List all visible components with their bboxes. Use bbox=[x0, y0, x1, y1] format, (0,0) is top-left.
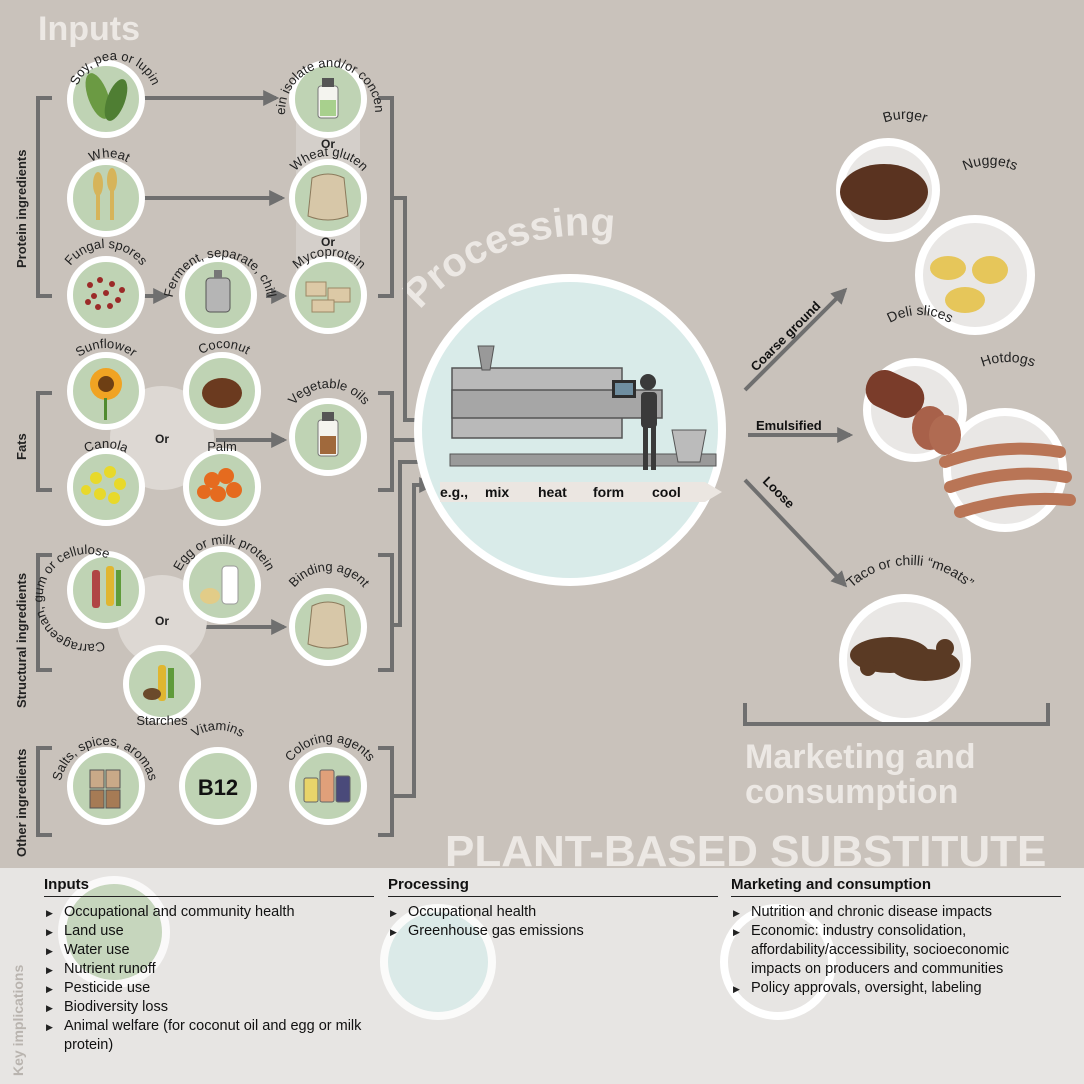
binding-sack-icon bbox=[307, 601, 349, 649]
binding-label: Binding agent bbox=[286, 559, 373, 590]
implication-item: Nutrient runoff bbox=[44, 960, 374, 980]
coconut-icon bbox=[202, 378, 242, 408]
hotdogs-icon bbox=[939, 442, 1076, 518]
canola-icon bbox=[81, 466, 126, 504]
structural-or-label: Or bbox=[155, 614, 169, 628]
burger-icon bbox=[840, 164, 928, 220]
implications-marketing-title: Marketing and consumption bbox=[731, 876, 1061, 897]
implications-panel: Inputs Occupational and community health… bbox=[0, 868, 1084, 1084]
deli-slices-icon bbox=[865, 370, 961, 455]
vitamins-circle bbox=[179, 747, 257, 825]
ingredient-icons: B12 bbox=[81, 73, 351, 809]
implication-item: Greenhouse gas emissions bbox=[388, 922, 718, 942]
canola-label: Canola bbox=[82, 436, 131, 456]
implications-inputs: Inputs Occupational and community health… bbox=[44, 876, 374, 1055]
deli-label: Deli slices bbox=[884, 302, 956, 326]
process-step-cool: cool bbox=[652, 484, 681, 500]
product-icons bbox=[840, 164, 1076, 681]
emulsified-label: Emulsified bbox=[756, 418, 822, 433]
diagram-canvas: Inputs Processing Marketing and consumpt… bbox=[0, 0, 1076, 868]
marketing-header-line1: Marketing and bbox=[745, 738, 975, 776]
coarse-ground-label: Coarse ground bbox=[748, 298, 824, 374]
starch-icon bbox=[143, 665, 174, 701]
implication-item: Economic: industry consolidation, afford… bbox=[731, 922, 1061, 979]
b12-label: B12 bbox=[198, 775, 238, 800]
implications-inputs-title: Inputs bbox=[44, 876, 374, 897]
palm-fruit-icon bbox=[197, 468, 242, 502]
implication-item: Pesticide use bbox=[44, 979, 374, 999]
carrageenan-icon bbox=[92, 566, 121, 608]
coconut-label: Coconut bbox=[196, 336, 254, 357]
coloring-bottles-icon bbox=[303, 769, 351, 803]
milk-icon bbox=[200, 565, 239, 605]
nuggets-label: Nuggets bbox=[960, 152, 1020, 173]
vitamins-label: Vitamins bbox=[189, 718, 248, 740]
mycoprotein-icon bbox=[305, 281, 351, 313]
marketing-bracket bbox=[743, 703, 1050, 726]
process-step-arrow bbox=[440, 482, 722, 502]
nuggets-icon bbox=[930, 256, 1008, 313]
spores-icon bbox=[85, 277, 125, 310]
implications-processing-title: Processing bbox=[388, 876, 718, 897]
implications-marketing: Marketing and consumption Nutrition and … bbox=[731, 876, 1061, 999]
process-step-mix: mix bbox=[485, 484, 509, 500]
process-step-form: form bbox=[593, 484, 624, 500]
starches-label: Starches bbox=[136, 713, 188, 728]
wheat-icon bbox=[93, 168, 117, 220]
structural-ingredients-label: Structural ingredients bbox=[14, 572, 29, 708]
left-brackets bbox=[36, 96, 52, 837]
fats-or-label: Or bbox=[155, 432, 169, 446]
extruder-machine-icon bbox=[449, 345, 717, 470]
implication-item: Nutrition and chronic disease impacts bbox=[731, 903, 1061, 923]
fats-label: Fats bbox=[14, 433, 29, 460]
sack-icon bbox=[307, 173, 349, 221]
implication-item: Occupational health bbox=[388, 903, 718, 923]
palm-circle bbox=[183, 448, 261, 526]
key-implications-label: Key implications bbox=[10, 964, 26, 1076]
sunflower-icon bbox=[90, 368, 122, 420]
implication-item: Land use bbox=[44, 922, 374, 942]
oil-bottle-icon bbox=[317, 412, 339, 457]
implication-item: Animal welfare (for coconut oil and egg … bbox=[44, 1017, 374, 1055]
flow-arrows bbox=[140, 90, 854, 798]
fermenter-icon bbox=[205, 270, 231, 313]
taco-label: Taco or chilli “meats” bbox=[843, 552, 977, 591]
canola-circle bbox=[67, 448, 145, 526]
pea-pod-icon bbox=[85, 73, 128, 121]
other-ingredients-label: Other ingredients bbox=[14, 748, 29, 857]
marketing-header-line2: consumption bbox=[745, 773, 958, 811]
spice-jars-icon bbox=[89, 769, 121, 809]
bottle-icon bbox=[317, 78, 339, 119]
or-label-1: Or bbox=[321, 137, 335, 151]
implication-item: Occupational and community health bbox=[44, 903, 374, 923]
palm-label: Palm bbox=[207, 439, 237, 454]
process-step-eg: e.g., bbox=[440, 484, 468, 500]
implication-item: Policy approvals, oversight, labeling bbox=[731, 979, 1061, 999]
implications-processing: Processing Occupational health Greenhous… bbox=[388, 876, 718, 942]
process-step-heat: heat bbox=[538, 484, 567, 500]
burger-label: Burger bbox=[881, 106, 930, 126]
or-label-2: Or bbox=[321, 235, 335, 249]
worker-icon bbox=[640, 374, 657, 470]
protein-ingredients-label: Protein ingredients bbox=[14, 149, 29, 268]
wheat-circle bbox=[67, 159, 145, 237]
right-brackets bbox=[378, 96, 394, 837]
implication-item: Biodiversity loss bbox=[44, 998, 374, 1018]
implication-item: Water use bbox=[44, 941, 374, 961]
inputs-header: Inputs bbox=[38, 10, 140, 48]
loose-label: Loose bbox=[760, 474, 798, 512]
taco-meat-icon bbox=[850, 637, 960, 681]
product-header: PLANT-BASED SUBSTITUTE bbox=[445, 827, 1046, 868]
hotdogs-label: Hotdogs bbox=[979, 349, 1038, 370]
